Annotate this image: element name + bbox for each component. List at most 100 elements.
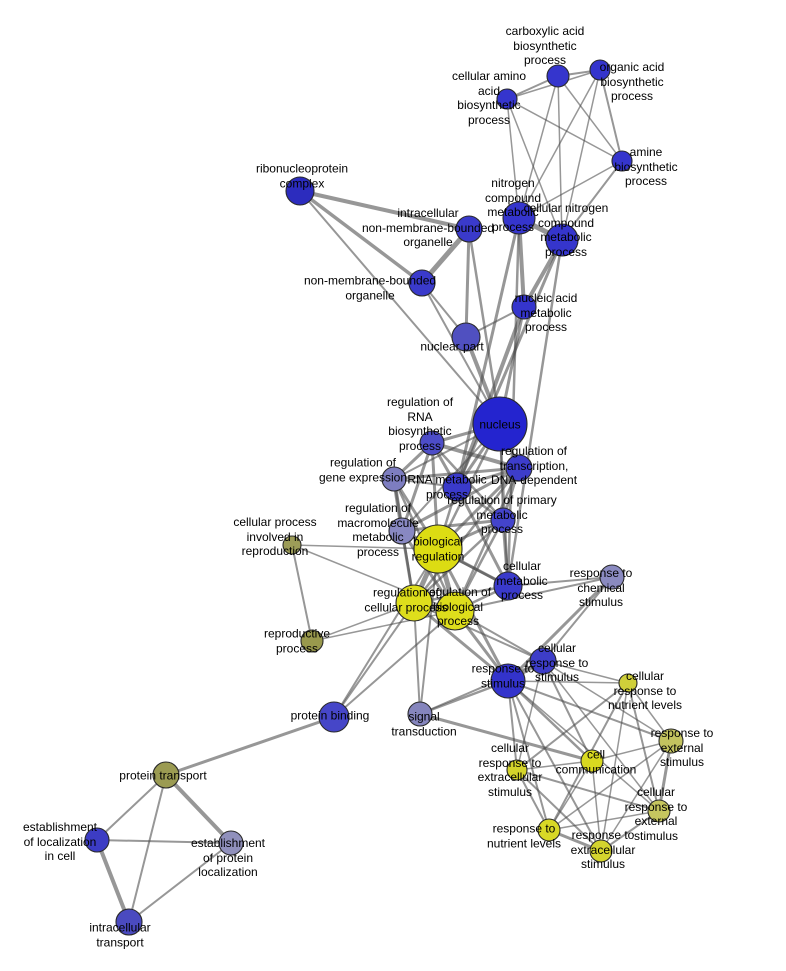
graph-node-reg_transcription[interactable]	[505, 454, 533, 482]
graph-node-carboxylic[interactable]	[546, 64, 570, 88]
graph-edge-signal-bio_reg[interactable]	[419, 548, 439, 715]
graph-node-bio_reg[interactable]	[413, 524, 463, 574]
graph-node-resp_extracell[interactable]	[589, 839, 613, 863]
graph-node-estab_prot[interactable]	[218, 830, 244, 856]
graph-node-cell_resp_nutrient[interactable]	[618, 673, 638, 693]
graph-node-nucleic[interactable]	[511, 294, 537, 320]
graph-node-reg_gene[interactable]	[381, 466, 407, 492]
graph-edge-reg_rna-reg_macro[interactable]	[400, 441, 434, 533]
graph-edge-estab_cell-intra_trans[interactable]	[95, 838, 131, 924]
graph-node-cell_nitrogen[interactable]	[545, 223, 579, 257]
graph-node-signal[interactable]	[407, 701, 433, 727]
graph-node-estab_cell[interactable]	[84, 827, 110, 853]
graph-node-nmb[interactable]	[408, 269, 436, 297]
graph-edge-rnp-intra_nmb[interactable]	[298, 189, 471, 231]
graph-edge-carboxylic-nitrogen[interactable]	[518, 75, 559, 219]
graph-node-cell_amino[interactable]	[496, 88, 518, 110]
graph-edge-protein_bind-reg_bio[interactable]	[333, 610, 456, 718]
graph-node-intra_nmb[interactable]	[455, 215, 483, 243]
graph-edge-resp_chem-cell_resp_stim[interactable]	[542, 576, 613, 662]
graph-node-nuclear_part[interactable]	[451, 322, 481, 352]
graph-node-cellular_met[interactable]	[493, 571, 523, 601]
graph-edge-rna_met-cellular_met[interactable]	[455, 485, 510, 588]
graph-edge-cell_comm-resp_nutrient[interactable]	[548, 760, 593, 831]
graph-edge-cell_resp_stim-reg_cell[interactable]	[413, 602, 544, 662]
graph-edge-cell_resp_stim-cell_resp_nutrient[interactable]	[542, 660, 629, 684]
graph-edge-resp_stim-cell_resp_ext[interactable]	[507, 680, 660, 812]
graph-edge-estab_prot-intra_trans[interactable]	[128, 842, 232, 923]
graph-node-protein_trans[interactable]	[152, 761, 180, 789]
graph-edge-cell_resp_extracell-resp_extracell[interactable]	[516, 769, 602, 852]
graph-node-nucleus[interactable]	[472, 396, 528, 452]
graph-edge-reg_transcription-reg_bio[interactable]	[453, 466, 521, 613]
graph-node-reg_primary[interactable]	[490, 507, 516, 533]
graph-edge-reg_rna-reg_transcription[interactable]	[430, 441, 521, 470]
graph-node-cell_resp_stim[interactable]	[529, 647, 557, 675]
graph-edge-cell_comm-resp_extracell[interactable]	[591, 760, 602, 852]
graph-edge-protein_bind-protein_trans[interactable]	[164, 715, 336, 777]
graph-edge-cell_resp_stim-cell_comm[interactable]	[542, 660, 593, 762]
graph-node-reg_bio[interactable]	[435, 591, 475, 631]
graph-edge-cell_resp_nutrient-cell_resp_ext[interactable]	[627, 682, 660, 812]
graph-edge-protein_trans-estab_cell[interactable]	[96, 774, 167, 841]
graph-edge-cell_nitrogen-cellular_met[interactable]	[506, 238, 564, 588]
graph-edge-resp_stim-reg_cell[interactable]	[412, 601, 510, 683]
graph-edge-cell_resp_stim-cell_resp_ext[interactable]	[542, 660, 660, 812]
graph-edge-cell_comm-cell_resp_extracell[interactable]	[516, 760, 593, 771]
graph-edge-cell_comm-signal[interactable]	[418, 712, 594, 763]
graph-edge-cell_resp_nutrient-cell_resp_extracell[interactable]	[516, 682, 629, 771]
graph-edge-estab_cell-estab_prot[interactable]	[96, 839, 232, 844]
graph-node-cell_resp_extracell[interactable]	[506, 759, 528, 781]
graph-edge-cell_amino-nitrogen[interactable]	[506, 98, 520, 219]
graph-node-nitrogen[interactable]	[502, 201, 536, 235]
graph-edge-resp_stim-cell_comm[interactable]	[506, 679, 594, 763]
graph-node-resp_ext[interactable]	[658, 728, 684, 754]
graph-edge-organic-nitrogen[interactable]	[518, 69, 601, 219]
graph-node-resp_nutrient[interactable]	[537, 818, 561, 842]
graph-node-organic[interactable]	[589, 59, 611, 81]
graph-node-resp_chem[interactable]	[599, 564, 625, 590]
graph-edge-rnp-nucleus[interactable]	[299, 190, 501, 425]
graph-edge-protein_trans-intra_trans[interactable]	[128, 774, 167, 923]
graph-edge-resp_stim-resp_nutrient[interactable]	[507, 680, 550, 831]
graph-node-repro_proc[interactable]	[300, 629, 324, 653]
graph-edge-rnp-nmb[interactable]	[298, 189, 424, 285]
graph-edge-cell_resp_stim-resp_ext[interactable]	[542, 660, 672, 742]
graph-edge-protein_trans-estab_prot[interactable]	[164, 773, 233, 845]
graph-node-resp_stim[interactable]	[490, 663, 526, 699]
graph-edge-resp_chem-resp_stim[interactable]	[506, 575, 614, 683]
graph-edge-cell_nitrogen-rna_met[interactable]	[455, 238, 564, 489]
graph-edge-nitrogen-rna_met[interactable]	[455, 216, 521, 489]
graph-edge-resp_ext-cell_comm[interactable]	[591, 740, 672, 762]
graph-edge-resp_chem-cellular_met[interactable]	[507, 576, 613, 587]
graph-node-repro_cell[interactable]	[282, 535, 302, 555]
graph-node-reg_cell[interactable]	[395, 584, 433, 622]
graph-node-protein_bind[interactable]	[318, 701, 350, 733]
graph-node-cell_comm[interactable]	[580, 749, 604, 773]
graph-node-reg_macro[interactable]	[388, 517, 416, 545]
graph-edge-cell_resp_nutrient-resp_extracell[interactable]	[600, 682, 629, 852]
graph-edge-resp_ext-resp_nutrient[interactable]	[548, 740, 672, 831]
graph-edge-cell_resp_extracell-cell_resp_ext[interactable]	[516, 769, 660, 812]
graph-edge-cell_amino-cell_nitrogen[interactable]	[506, 98, 563, 241]
graph-edge-cell_resp_stim-cell_resp_extracell[interactable]	[516, 660, 544, 771]
graph-edge-cell_amino-amine[interactable]	[506, 98, 623, 162]
graph-edge-amine-nitrogen[interactable]	[518, 160, 623, 219]
graph-edge-cell_resp_ext-resp_nutrient[interactable]	[548, 810, 660, 831]
graph-edge-resp_ext-resp_extracell[interactable]	[600, 740, 672, 852]
graph-edge-carboxylic-amine[interactable]	[557, 75, 623, 162]
graph-node-cell_resp_ext[interactable]	[647, 799, 671, 823]
graph-edge-carboxylic-cell_nitrogen[interactable]	[557, 75, 563, 241]
graph-node-rnp[interactable]	[285, 176, 315, 206]
graph-node-rna_met[interactable]	[442, 472, 472, 502]
graph-edge-resp_chem-reg_bio[interactable]	[454, 576, 613, 612]
graph-edge-organic-amine[interactable]	[599, 69, 623, 162]
graph-edge-protein_bind-bio_reg[interactable]	[333, 548, 439, 718]
graph-edge-intra_nmb-nuclear_part[interactable]	[464, 227, 471, 339]
graph-node-reg_rna[interactable]	[419, 430, 445, 456]
graph-node-amine[interactable]	[611, 150, 633, 172]
graph-edge-cell_resp_ext-resp_extracell[interactable]	[600, 810, 660, 852]
graph-edge-protein_bind-reg_cell[interactable]	[333, 602, 415, 718]
graph-edge-repro_cell-repro_proc[interactable]	[291, 544, 313, 642]
graph-edge-organic-cell_nitrogen[interactable]	[561, 69, 601, 241]
